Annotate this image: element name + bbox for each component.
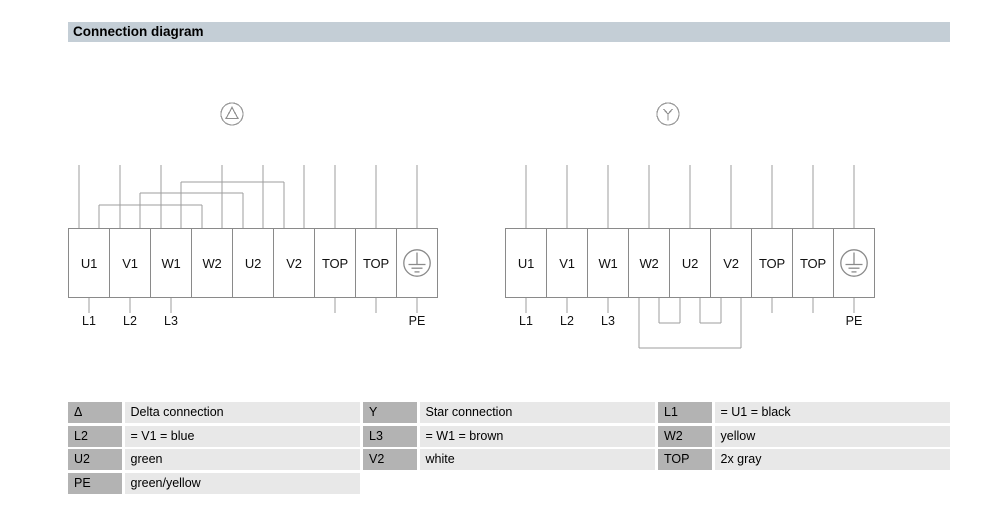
legend-value-l2: = V1 = blue	[124, 425, 360, 447]
phase-label-l3: L3	[601, 314, 615, 328]
terminal-w1-2: W1	[150, 228, 192, 298]
legend-value-w2: yellow	[714, 425, 950, 447]
terminal-u1-0: U1	[505, 228, 547, 298]
legend-key-w2: W2	[658, 425, 712, 447]
terminal-top-7: TOP	[792, 228, 834, 298]
pe-earth-icon	[403, 249, 431, 277]
legend-value-top: 2x gray	[714, 449, 950, 470]
phase-label-l3: L3	[164, 314, 178, 328]
phase-label-pe: PE	[845, 314, 863, 328]
legend-key-y: Y	[363, 402, 417, 423]
delta-symbol-icon	[220, 102, 244, 126]
terminal-label: TOP	[363, 255, 389, 271]
phase-label-l2: L2	[123, 314, 137, 328]
legend-key-δ: Δ	[68, 402, 122, 423]
terminal-top-7: TOP	[355, 228, 397, 298]
terminal-label: U2	[681, 255, 699, 271]
terminal-w2-3: W2	[191, 228, 233, 298]
terminal-v2-5: V2	[710, 228, 752, 298]
terminal-label: V1	[559, 255, 575, 271]
terminal-v1-1: V1	[546, 228, 588, 298]
legend-key-v2: V2	[363, 449, 417, 470]
terminal-top-6: TOP	[751, 228, 793, 298]
section-title: Connection diagram	[73, 24, 204, 39]
terminal-label: W2	[639, 255, 659, 271]
pe-earth-icon	[840, 249, 868, 277]
section-header: Connection diagram	[68, 22, 950, 42]
legend-value-y: Star connection	[419, 402, 655, 423]
phase-label-l1: L1	[82, 314, 96, 328]
legend-key-l1: L1	[658, 402, 712, 423]
terminal-label: TOP	[800, 255, 826, 271]
terminal-label: V2	[286, 255, 302, 271]
terminal-u2-4: U2	[232, 228, 274, 298]
terminal-label: V2	[723, 255, 739, 271]
legend-value-pe: green/yellow	[124, 472, 360, 494]
phase-label-pe: PE	[408, 314, 426, 328]
terminal-v2-5: V2	[273, 228, 315, 298]
phase-label-l1: L1	[519, 314, 533, 328]
legend-value-l1: = U1 = black	[714, 402, 950, 423]
terminal-label: TOP	[759, 255, 785, 271]
delta-glyph	[224, 106, 240, 120]
terminal-v1-1: V1	[109, 228, 151, 298]
legend-key-l2: L2	[68, 425, 122, 447]
terminal-pe-8	[396, 228, 438, 298]
terminal-label: U1	[517, 255, 535, 271]
legend-key-l3: L3	[363, 425, 417, 447]
terminal-label: TOP	[322, 255, 348, 271]
legend-value-u2: green	[124, 449, 360, 470]
legend-key-top: TOP	[658, 449, 712, 470]
terminal-label: U2	[244, 255, 262, 271]
terminal-label: W1	[598, 255, 618, 271]
phase-label-l2: L2	[560, 314, 574, 328]
legend-value-δ: Delta connection	[124, 402, 360, 423]
terminal-u1-0: U1	[68, 228, 110, 298]
terminal-w2-3: W2	[628, 228, 670, 298]
terminal-w1-2: W1	[587, 228, 629, 298]
terminal-label: V1	[122, 255, 138, 271]
terminal-label: W2	[202, 255, 222, 271]
terminal-label: W1	[161, 255, 181, 271]
terminal-label: U1	[80, 255, 98, 271]
star-symbol-icon	[656, 102, 680, 126]
terminal-u2-4: U2	[669, 228, 711, 298]
legend-key-pe: PE	[68, 472, 122, 494]
legend-key-u2: U2	[68, 449, 122, 470]
legend-value-v2: white	[419, 449, 655, 470]
legend-value-l3: = W1 = brown	[419, 425, 655, 447]
terminal-pe-8	[833, 228, 875, 298]
star-glyph	[663, 108, 673, 121]
terminal-top-6: TOP	[314, 228, 356, 298]
